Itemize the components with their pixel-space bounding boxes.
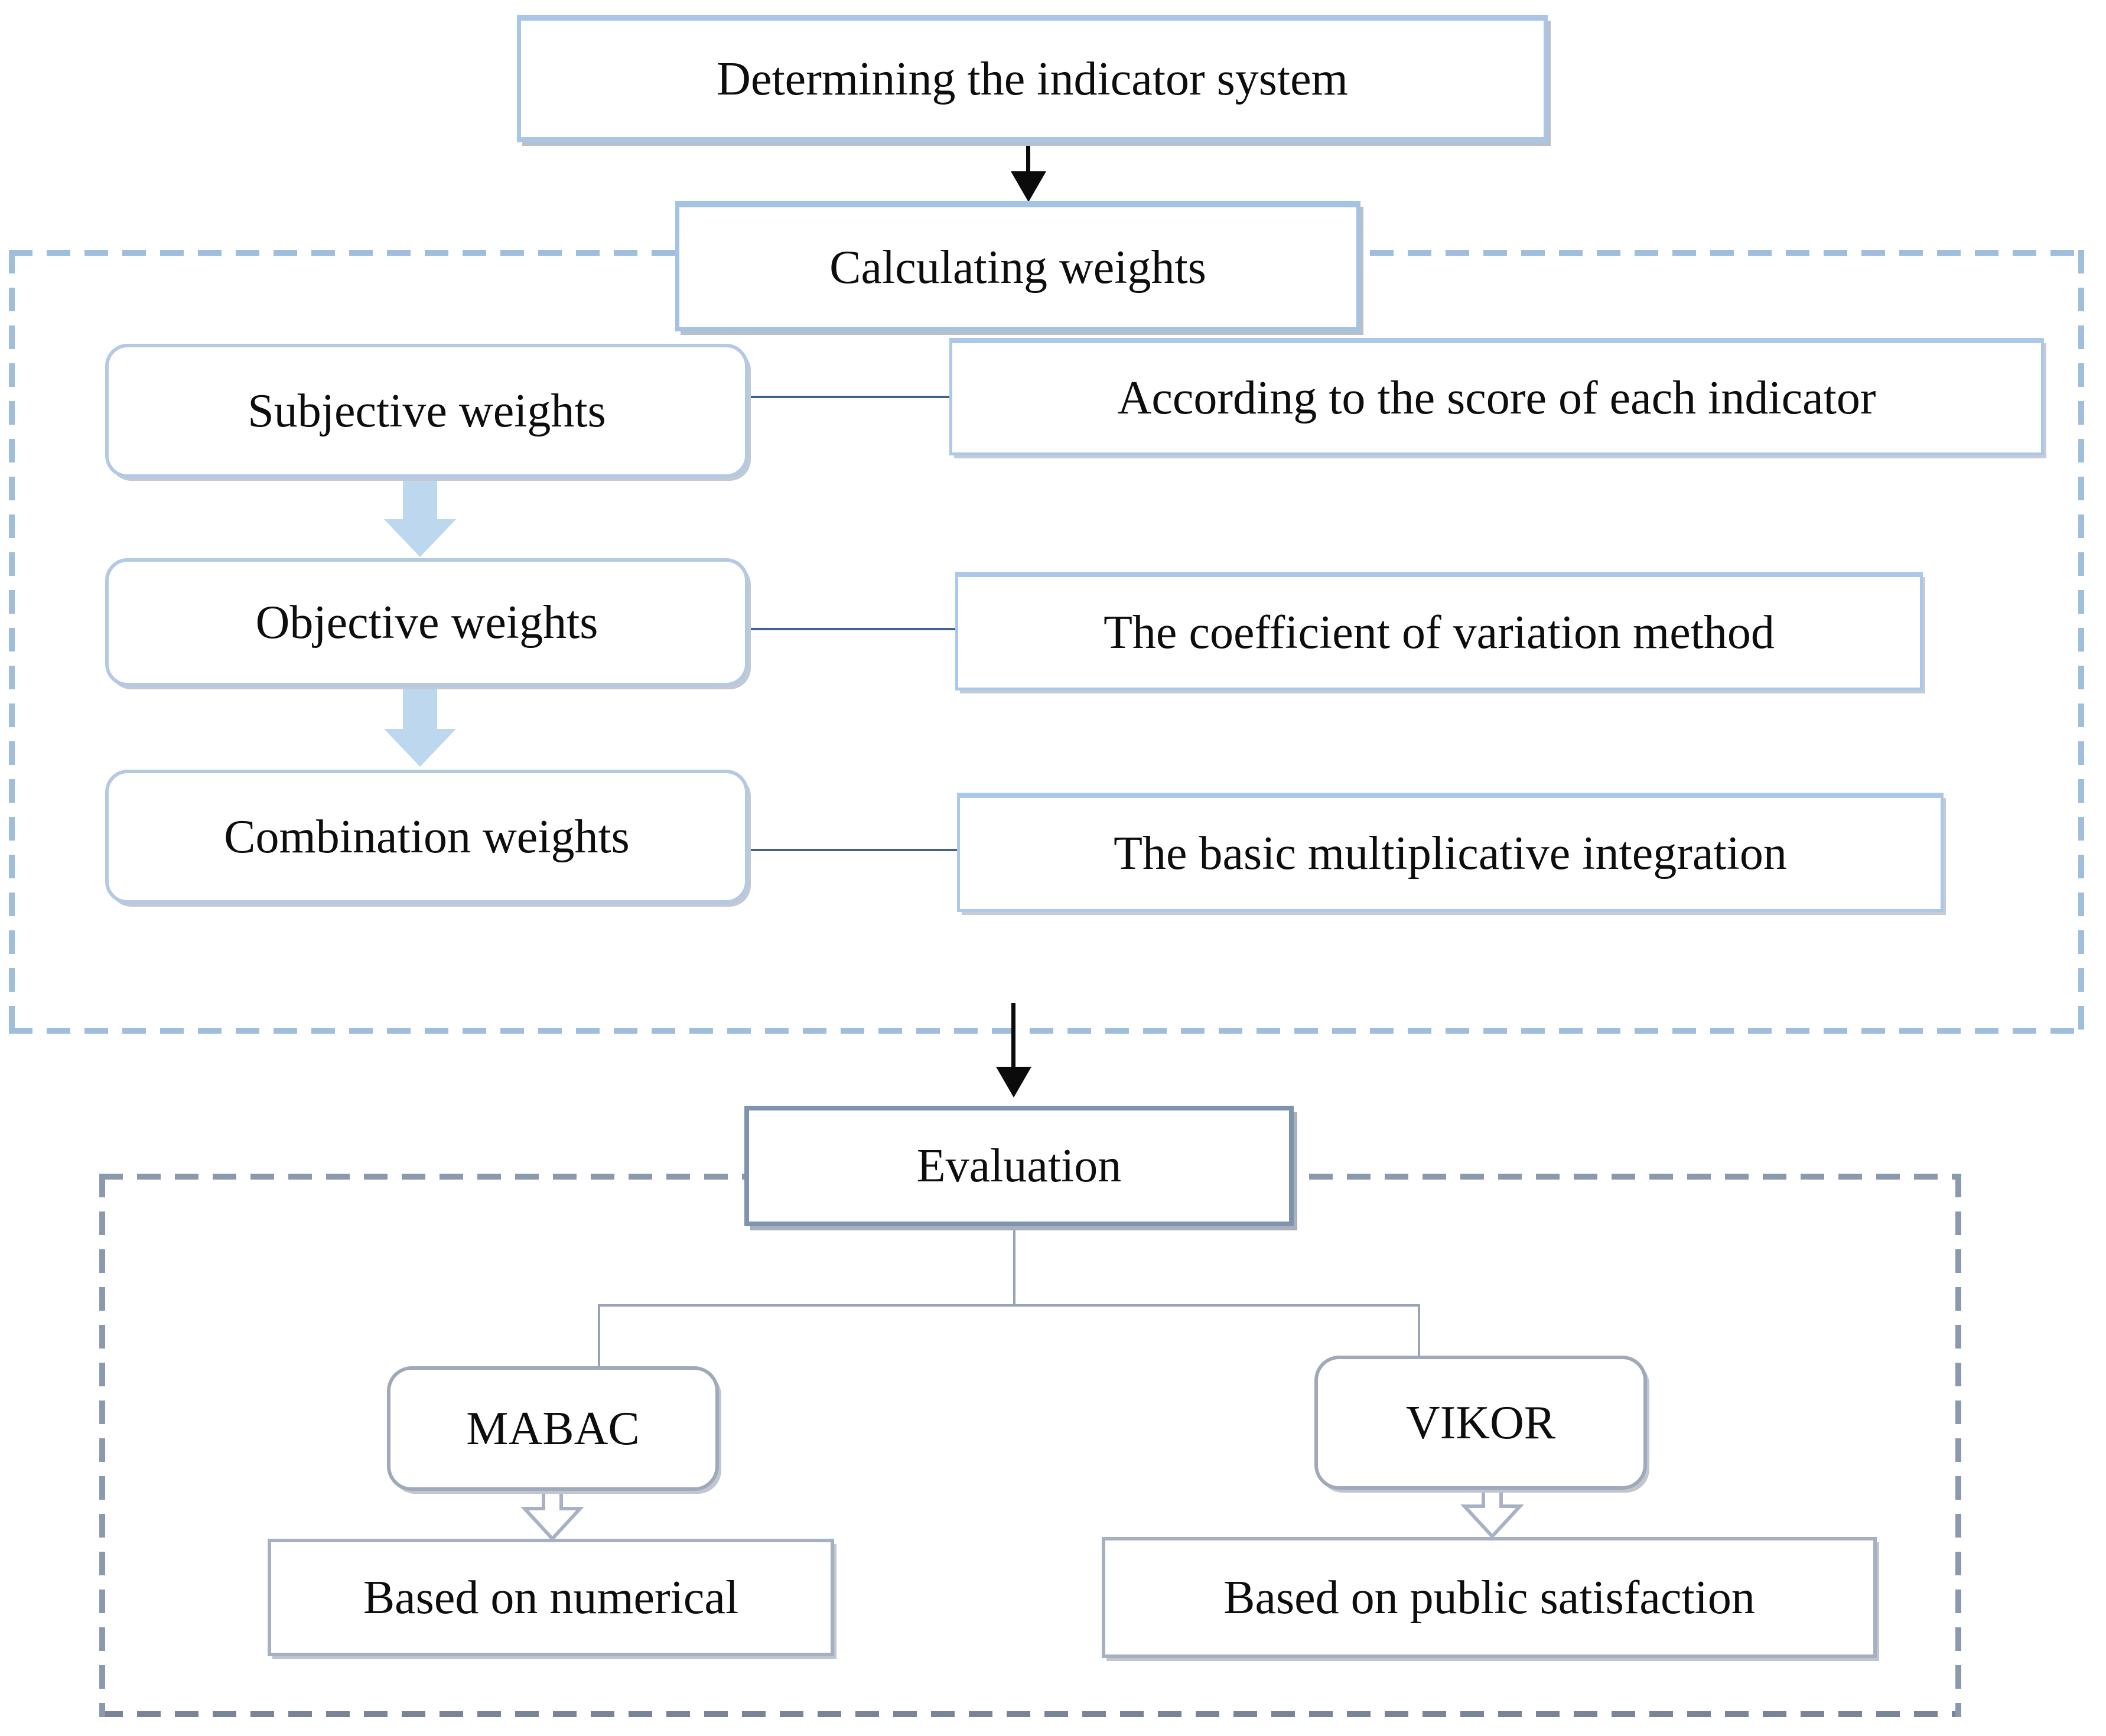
node-determining-indicator-system: Determining the indicator system (517, 15, 1548, 142)
node-objective-weights: Objective weights (105, 558, 748, 686)
node-combination-weights: Combination weights (105, 770, 748, 904)
block-arrow-subjective-to-objective-head (384, 519, 456, 557)
weights-group-border-left (9, 250, 15, 1034)
node-based-on-numerical: Based on numerical (268, 1539, 834, 1656)
arrow-weights-to-evaluation-stem (1011, 1003, 1015, 1068)
node-mabac: MABAC (387, 1366, 719, 1491)
node-evaluation: Evaluation (744, 1106, 1294, 1226)
block-arrow-subjective-to-objective-stem (403, 472, 437, 520)
weights-group-border-bottom (9, 1028, 2084, 1034)
branch-line-evaluation-down (1013, 1217, 1015, 1307)
weights-group-border-right (2078, 250, 2084, 1034)
node-multiplicative-integration: The basic multiplicative integration (957, 793, 1944, 912)
node-calculating-weights: Calculating weights (675, 201, 1360, 331)
evaluation-group-border-right (1955, 1174, 1961, 1717)
arrow-determining-to-calculating-stem (1026, 133, 1030, 174)
node-vikor: VIKOR (1314, 1356, 1647, 1490)
node-according-to-score: According to the score of each indicator (949, 338, 2044, 455)
branch-line-to-vikor (1418, 1304, 1420, 1357)
hollow-arrow-mabac-icon (520, 1483, 584, 1540)
node-based-on-public-satisfaction: Based on public satisfaction (1102, 1537, 1877, 1658)
arrow-weights-to-evaluation-head (996, 1067, 1031, 1097)
block-arrow-objective-to-combination-head (384, 729, 456, 767)
block-arrow-objective-to-combination-stem (403, 680, 437, 730)
connector-subjective-to-according (744, 396, 951, 398)
connector-objective-to-coefficient (744, 628, 957, 630)
node-coefficient-of-variation: The coefficient of variation method (955, 572, 1923, 691)
branch-line-horizontal (598, 1304, 1420, 1307)
node-subjective-weights: Subjective weights (105, 344, 748, 478)
connector-combination-to-integration (744, 849, 959, 851)
arrow-determining-to-calculating-head (1011, 171, 1046, 202)
evaluation-group-border-left (99, 1174, 105, 1717)
evaluation-group-border-bottom (99, 1711, 1961, 1717)
branch-line-to-mabac (598, 1304, 600, 1367)
